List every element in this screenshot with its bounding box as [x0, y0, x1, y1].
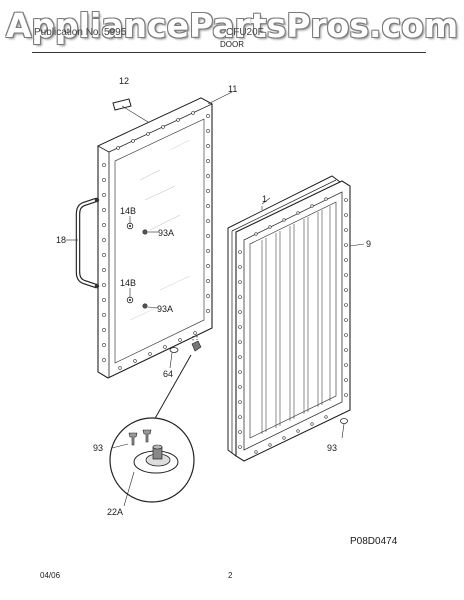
- callout-9: 9: [366, 239, 371, 249]
- hinge-pin: [191, 336, 202, 352]
- model-label: CFU20F: [226, 27, 264, 38]
- callout-93a-upper: 93A: [158, 228, 174, 238]
- callout-14b-lower: 14B: [120, 278, 136, 288]
- part-18-handle: [66, 197, 100, 289]
- callout-1: 1: [262, 194, 267, 204]
- callout-64: 64: [163, 369, 173, 379]
- footer-page-number: 2: [228, 571, 233, 580]
- part-93-right-screw: [340, 418, 348, 439]
- publication-label: Publication No. 5995: [34, 27, 127, 38]
- figure-reference: P08D0474: [350, 536, 398, 547]
- callout-14b-upper: 14B: [120, 206, 136, 216]
- part-93a-upper-screw: [142, 229, 158, 235]
- detail-callout-circle: [109, 354, 195, 503]
- callout-12: 12: [119, 76, 129, 86]
- part-93-left-screw: [111, 429, 152, 449]
- callout-93a-lower: 93A: [157, 304, 173, 314]
- part-14b-lower-plug: [126, 288, 134, 304]
- part-12-label-plate: [112, 98, 149, 123]
- footer-date: 04/06: [40, 571, 61, 580]
- part-93a-lower-screw: [142, 303, 158, 309]
- watermark: AppliancePartsPros.com: [5, 6, 459, 45]
- part-22a-hinge: [123, 444, 179, 507]
- callout-93-right: 93: [327, 443, 337, 453]
- callout-18: 18: [56, 235, 66, 245]
- part-11-outer-door: [97, 91, 233, 379]
- callout-93-left: 93: [93, 443, 103, 453]
- callout-22a: 22A: [107, 507, 123, 517]
- header-rule: [32, 52, 426, 53]
- callout-11: 11: [228, 84, 237, 94]
- part-9-gasket: [235, 180, 365, 462]
- part-64-bushing: [169, 347, 179, 369]
- section-title: DOOR: [220, 40, 244, 49]
- part-14b-upper-plug: [126, 216, 134, 230]
